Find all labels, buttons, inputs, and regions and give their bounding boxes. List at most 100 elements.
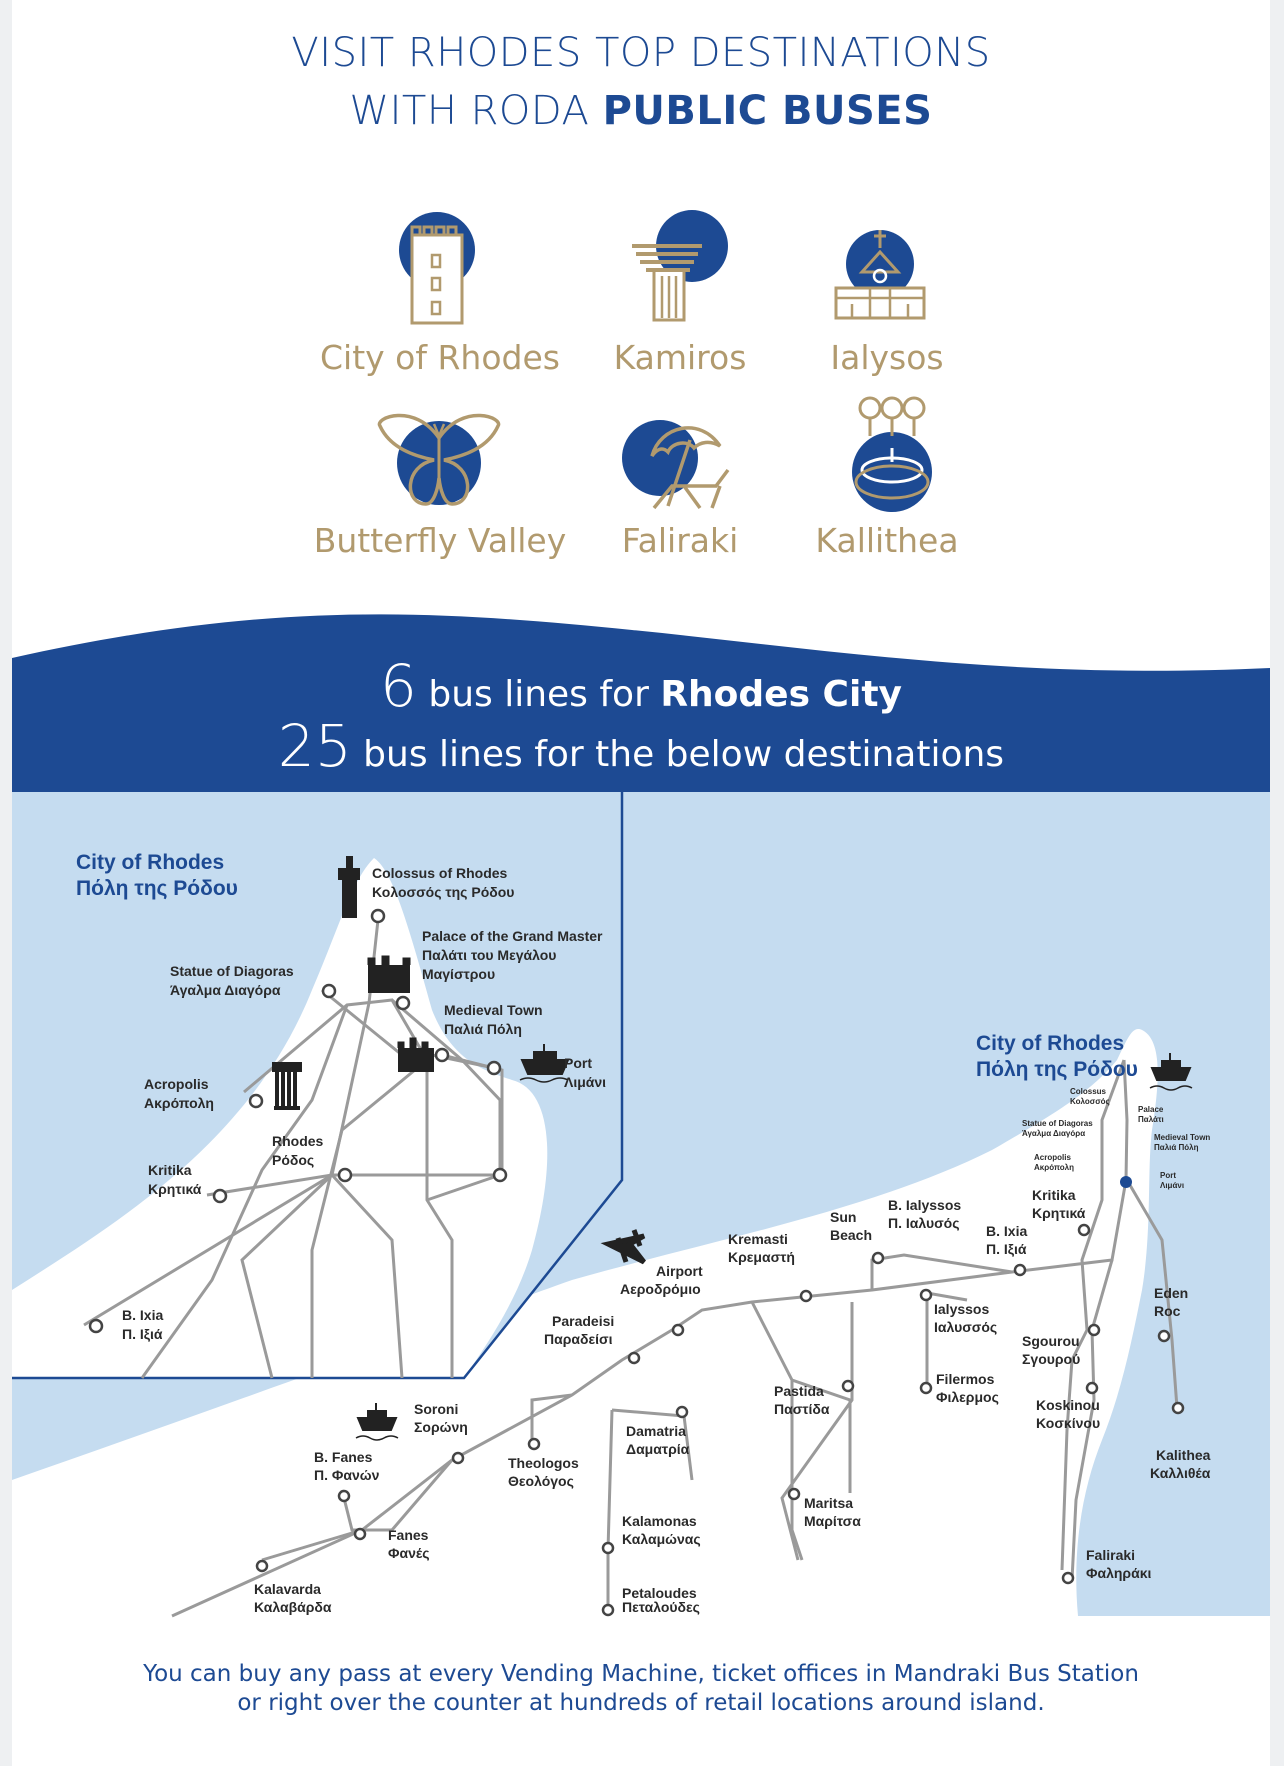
map-label-sgourou-gr: Σγουρού	[1022, 1351, 1080, 1367]
map-label-kalithea-gr: Καλλιθέα	[1150, 1465, 1211, 1481]
map-label-maritsa-en: Maritsa	[804, 1495, 853, 1511]
destination-butterfly-valley: Butterfly Valley	[313, 521, 567, 560]
map-label-fanes-gr: Φανές	[388, 1545, 429, 1561]
map-label-palace-3: Μαγίστρου	[422, 966, 495, 982]
map-label-airport-en: Airport	[656, 1263, 703, 1279]
map-label-filermos-en: Filermos	[936, 1371, 995, 1387]
map-label-kritika-en: Kritika	[1032, 1187, 1076, 1203]
map-label-ixia-gr: Π. Ιξιά	[986, 1241, 1027, 1257]
map-label-palace-1: Palace of the Grand Master	[422, 928, 603, 944]
destination-city-of-rhodes: City of Rhodes	[320, 338, 560, 377]
map-label-soroni-en: Soroni	[414, 1401, 458, 1417]
map-label-kalithea-en: Kalithea	[1156, 1447, 1211, 1463]
rhodes-city-line-count: 6	[380, 652, 417, 720]
map-label-colossus-en: Colossus of Rhodes	[372, 865, 508, 881]
map-label-sun-beach-2: Beach	[830, 1227, 872, 1243]
map-label-mini-medieval-2: Παλιά Πόλη	[1154, 1143, 1199, 1152]
city-hub-stop	[1120, 1176, 1132, 1188]
map-label-ialyssos-en: Ialyssos	[934, 1301, 989, 1317]
map-label-title-gr: Πόλη της Ρόδου	[976, 1058, 1138, 1081]
map-label-port-gr: Λιμάνι	[564, 1074, 606, 1090]
main-map-labels: City of Rhodes Πόλη της Ρόδου Colossus Κ…	[254, 1032, 1211, 1615]
header-line-1: VISIT RHODES TOP DESTINATIONS	[291, 30, 991, 76]
map-label-acropolis-en: Acropolis	[144, 1076, 209, 1092]
banner-line-1: 6 bus lines for Rhodes City	[380, 652, 902, 720]
map-label-mini-diagoras-1: Statue of Diagoras	[1022, 1119, 1093, 1128]
map-label-sgourou-en: Sgourou	[1022, 1333, 1080, 1349]
map-label-title-gr: Πόλη της Ρόδου	[76, 877, 238, 900]
map-label-paradeisi-gr: Παραδείσι	[544, 1331, 613, 1347]
map-label-fanes-beach-gr: Π. Φανών	[314, 1467, 380, 1483]
map-label-sun-beach-1: Sun	[830, 1209, 856, 1225]
tower-icon	[399, 212, 475, 325]
butterfly-icon	[377, 413, 501, 506]
map-label-kremasti-gr: Κρεμαστή	[728, 1249, 795, 1265]
map-label-airport-gr: Αεροδρόμιο	[620, 1281, 701, 1297]
map-label-mini-colossus-2: Κολοσσός	[1070, 1097, 1110, 1106]
map-label-maritsa-gr: Μαρίτσα	[804, 1513, 861, 1529]
poster: VISIT RHODES TOP DESTINATIONS WITH RODA …	[12, 0, 1270, 1766]
header-prefix: WITH RODA	[349, 88, 603, 134]
destination-faliraki: Faliraki	[621, 521, 739, 560]
map-label-mini-medieval-1: Medieval Town	[1154, 1133, 1210, 1142]
map-label-paradeisi-en: Paradeisi	[552, 1313, 614, 1329]
map-label-mini-diagoras-2: Άγαλμα Διαγόρα	[1022, 1129, 1085, 1138]
map-label-ixia-gr: Π. Ιξιά	[122, 1326, 163, 1342]
map-label-mini-palace-1: Palace	[1138, 1105, 1164, 1114]
footer-line-2: or right over the counter at hundreds of…	[237, 1690, 1045, 1716]
map-label-theologos-gr: Θεολόγος	[508, 1473, 574, 1489]
map-label-rhodes-gr: Ρόδος	[272, 1152, 314, 1168]
ship-icon	[1149, 1053, 1193, 1091]
bus-routes	[171, 1059, 1179, 1618]
ship-icon	[519, 1044, 570, 1083]
map-label-filermos-gr: Φιλερμος	[936, 1389, 999, 1405]
map-label-kalamonas-en: Kalamonas	[622, 1513, 697, 1529]
island-land	[12, 1029, 1158, 1616]
beach-umbrella-icon	[622, 420, 730, 510]
palace-castle-icon	[367, 955, 411, 993]
map-label-ialyssos-gr: Ιαλυσσός	[934, 1319, 997, 1335]
map-label-ixia-en: B. Ixia	[122, 1307, 163, 1323]
destination-kamiros: Kamiros	[613, 338, 747, 377]
map-label-eden-2: Roc	[1154, 1303, 1181, 1319]
map-label-faliraki-en: Faliraki	[1086, 1547, 1135, 1563]
acropolis-columns-icon	[272, 1062, 302, 1110]
map-label-pastida-gr: Παστίδα	[774, 1401, 830, 1417]
map-label-kalavarda-en: Kalavarda	[254, 1581, 321, 1597]
map-label-faliraki-gr: Φαληράκι	[1086, 1565, 1152, 1581]
map-label-mini-port-1: Port	[1160, 1171, 1176, 1180]
footer-line-1: You can buy any pass at every Vending Ma…	[143, 1661, 1139, 1687]
map-label-fanes-beach-en: B. Fanes	[314, 1449, 373, 1465]
airplane-icon	[600, 1229, 646, 1265]
banner-wave	[12, 614, 1270, 792]
colossus-statue-icon	[338, 856, 360, 918]
destination-kallithea: Kallithea	[815, 521, 959, 560]
map-label-mini-port-2: Λιμάνι	[1160, 1181, 1184, 1190]
map-label-kritika-gr: Κρητικά	[148, 1181, 202, 1197]
map-label-mini-colossus-1: Colossus	[1070, 1087, 1107, 1096]
map-label-soroni-gr: Σορώνη	[414, 1419, 468, 1435]
column-icon	[632, 210, 728, 322]
map-label-koskinou-en: Koskinou	[1036, 1397, 1100, 1413]
church-icon	[834, 230, 926, 320]
map-label-ialyssos-beach-en: B. Ialyssos	[888, 1197, 961, 1213]
map-label-petaloudes-gr: Πεταλούδες	[622, 1599, 700, 1615]
fountain-icon	[852, 396, 932, 512]
map-label-kritika-gr: Κρητικά	[1032, 1205, 1086, 1221]
map-label-mini-acropolis-1: Acropolis	[1034, 1153, 1071, 1162]
rhodes-city-label: Rhodes City	[660, 674, 902, 715]
footer-text: You can buy any pass at every Vending Ma…	[12, 1660, 1270, 1718]
map-label-kritika-en: Kritika	[148, 1162, 192, 1178]
map-label-port-en: Port	[564, 1055, 592, 1071]
banner-line-2: 25 bus lines for the below destinations	[277, 712, 1005, 780]
map-label-theologos-en: Theologos	[508, 1455, 579, 1471]
map-label-palace-2: Παλάτι του Μεγάλου	[422, 947, 556, 963]
city-inset	[12, 792, 624, 1380]
map-label-mini-palace-2: Παλάτι	[1138, 1115, 1164, 1124]
map-label-title-en: City of Rhodes	[976, 1032, 1124, 1055]
map-label-pastida-en: Pastida	[774, 1383, 824, 1399]
map-label-damatria-en: Damatria	[626, 1423, 686, 1439]
header-line-2: WITH RODA PUBLIC BUSES	[12, 88, 1270, 134]
map-label-medieval-en: Medieval Town	[444, 1002, 543, 1018]
map-label-rhodes-en: Rhodes	[272, 1133, 324, 1149]
